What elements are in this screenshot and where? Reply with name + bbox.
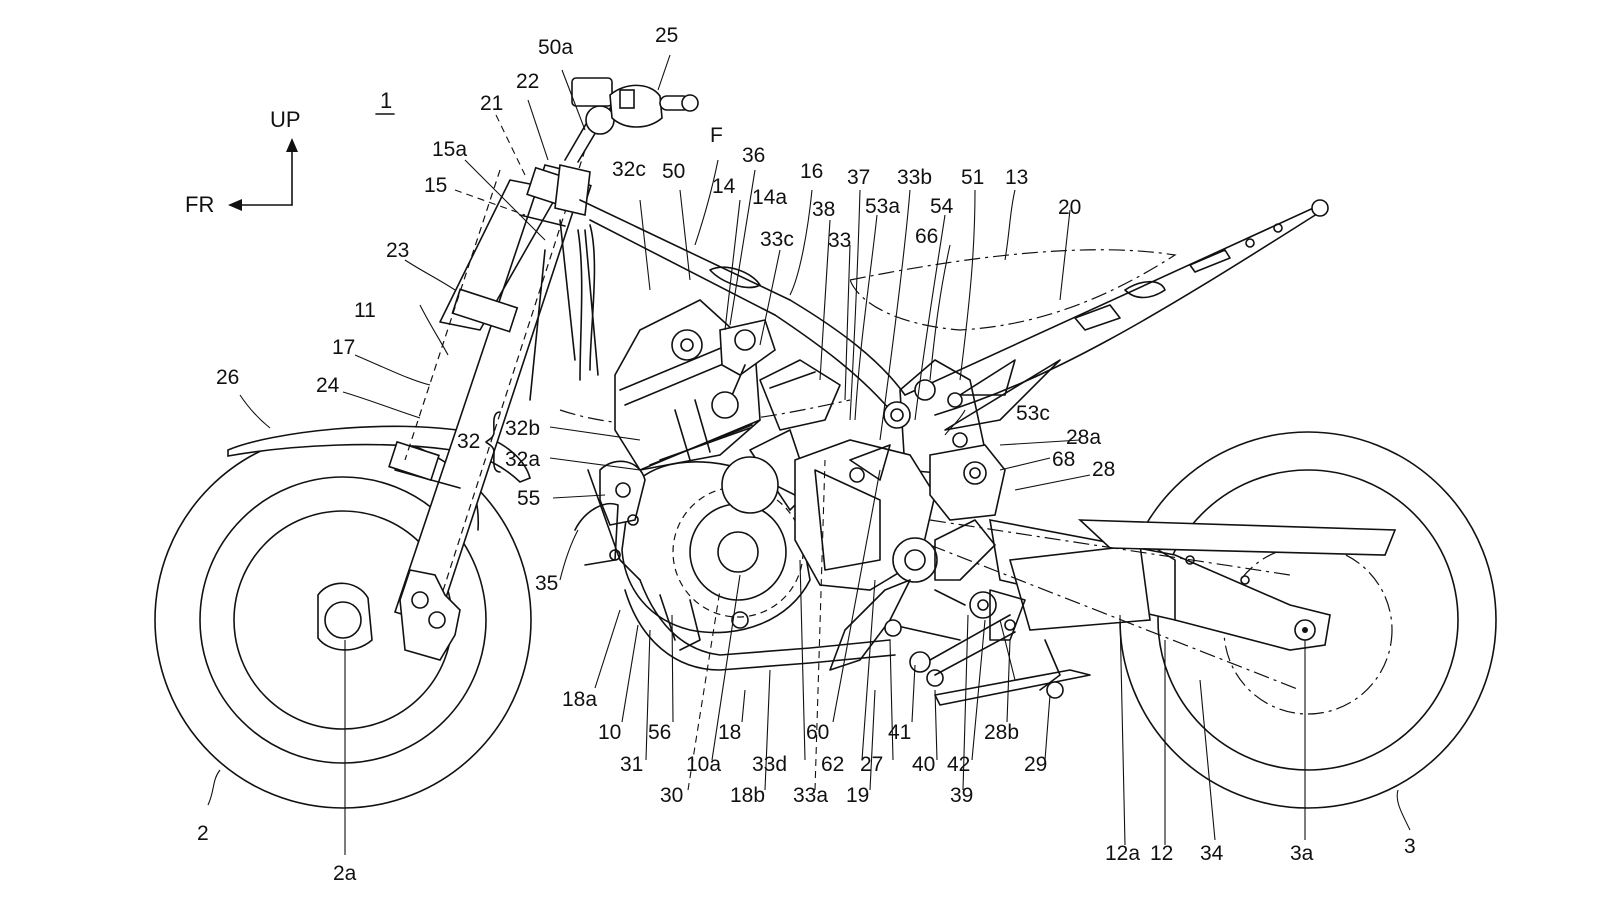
label-32a: 32a [505,448,540,471]
label-15a: 15a [432,138,467,161]
label-33c: 33c [760,228,794,251]
brace-32 [485,411,501,473]
label-28a: 28a [1066,426,1101,449]
label-fr: FR [185,192,214,217]
label-12: 12 [1150,842,1173,865]
label-14a: 14a [752,186,787,209]
label-25: 25 [655,24,678,47]
label-62: 62 [821,753,844,776]
label-32: 32 [457,430,480,453]
label-56: 56 [648,721,671,744]
label-18b: 18b [730,784,765,807]
label-27: 27 [860,753,883,776]
label-30: 30 [660,784,683,807]
label-17: 17 [332,336,355,359]
label-33d: 33d [752,753,787,776]
label-36: 36 [742,144,765,167]
label-55: 55 [517,487,540,510]
label-41: 41 [888,721,911,744]
label-3: 3 [1404,835,1416,858]
label-28: 28 [1092,458,1115,481]
label-39: 39 [950,784,973,807]
leader-lines [207,54,1411,855]
label-24: 24 [316,374,340,397]
figure-number: 1 [380,88,392,113]
label-42: 42 [947,753,970,776]
label-26: 26 [216,366,239,389]
engine [574,299,1006,651]
label-66: 66 [915,225,938,248]
label-20: 20 [1058,196,1081,219]
handlebar-unit [564,77,699,163]
label-12a: 12a [1105,842,1140,865]
main-frame [529,164,1329,476]
label-53a: 53a [865,195,900,218]
swingarm [929,519,1397,691]
label-31: 31 [620,753,643,776]
label-34: 34 [1200,842,1224,865]
label-13: 13 [1005,166,1028,189]
label-60: 60 [806,721,829,744]
label-50: 50 [662,160,685,183]
label-22: 22 [516,70,539,93]
label-F: F [710,124,723,147]
label-50a: 50a [538,36,573,59]
label-14: 14 [712,175,736,198]
label-54: 54 [930,195,954,218]
label-32b: 32b [505,417,540,440]
label-29: 29 [1024,753,1047,776]
label-3a: 3a [1290,842,1314,865]
label-33a: 33a [793,784,828,807]
label-28b: 28b [984,721,1019,744]
label-33: 33 [828,229,851,252]
label-53c: 53c [1016,402,1050,425]
label-11: 11 [354,299,376,322]
label-up: UP [270,107,301,132]
direction-indicator [228,138,298,211]
label-21: 21 [480,92,503,115]
label-68: 68 [1052,448,1075,471]
label-16: 16 [800,160,823,183]
label-37: 37 [847,166,870,189]
label-23: 23 [386,239,409,262]
label-10: 10 [598,721,621,744]
callout-labels: UP FR 1 2 2a 3 3a 12a 12 34 26 11 23 17 … [185,24,1416,885]
label-51: 51 [961,166,984,189]
label-18a: 18a [562,688,597,711]
label-2a: 2a [333,862,357,885]
label-19: 19 [846,784,869,807]
label-40: 40 [912,753,935,776]
label-2: 2 [197,822,209,845]
label-33b: 33b [897,166,932,189]
label-10a: 10a [686,753,721,776]
label-32c: 32c [612,158,646,181]
label-15: 15 [424,174,447,197]
label-18: 18 [718,721,741,744]
label-38: 38 [812,198,835,221]
label-35: 35 [535,572,558,595]
front-fork [317,149,592,661]
